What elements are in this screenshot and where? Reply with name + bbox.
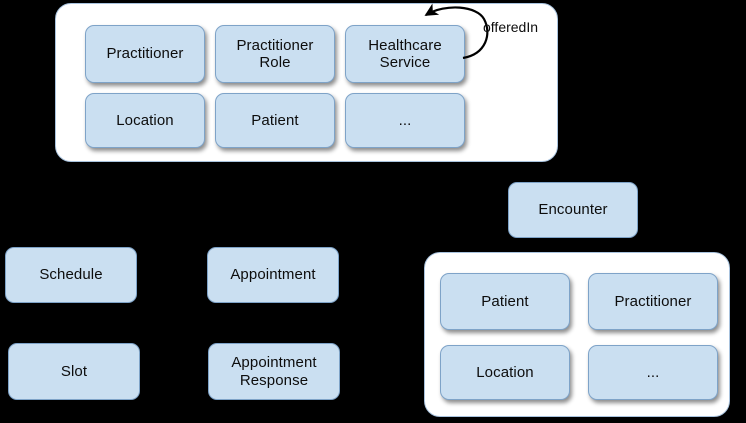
resource-box-label: ...	[646, 363, 660, 381]
resource-box-practitioner-role[interactable]: Practitioner Role	[215, 25, 335, 83]
resource-box-label: Healthcare Service	[368, 37, 442, 72]
resource-box-label-line1: Healthcare	[368, 36, 442, 54]
resource-box-label: Patient	[481, 292, 529, 310]
resource-box-patient-encounter[interactable]: Patient	[440, 273, 570, 330]
resource-box-label: Appointment	[230, 266, 316, 284]
resource-box-location-encounter[interactable]: Location	[440, 345, 570, 400]
resource-box-label: Slot	[60, 362, 88, 380]
resource-box-label-line2: Response	[239, 371, 309, 389]
resource-box-label: Location	[116, 111, 174, 129]
resource-box-label: Location	[476, 363, 534, 381]
resource-box-label-line1: Appointment	[231, 354, 317, 372]
resource-box-label: Practitioner	[106, 45, 184, 63]
resource-box-label: Practitioner	[614, 292, 692, 310]
resource-box-location-top[interactable]: Location	[85, 93, 205, 148]
resource-box-label-line2: Role	[259, 54, 291, 71]
resource-box-label: Practitioner Role	[236, 37, 313, 72]
resource-box-slot[interactable]: Slot	[8, 343, 140, 400]
resource-box-label: ...	[398, 111, 412, 129]
resource-box-practitioner[interactable]: Practitioner	[85, 25, 205, 83]
resource-box-label: Patient	[251, 111, 299, 129]
offered-in-self-loop-arrow	[424, 3, 489, 60]
resource-box-ellipsis-top[interactable]: ...	[345, 93, 465, 148]
resource-box-label-line2: Service	[379, 54, 431, 71]
resource-box-appointment[interactable]: Appointment	[207, 247, 339, 303]
resource-box-practitioner-encounter[interactable]: Practitioner	[588, 273, 718, 330]
resource-box-ellipsis-encounter[interactable]: ...	[588, 345, 718, 400]
resource-box-patient-top[interactable]: Patient	[215, 93, 335, 148]
resource-box-label: Schedule	[39, 266, 103, 284]
resource-box-label: Appointment Response	[231, 354, 316, 389]
resource-box-healthcare-service[interactable]: Healthcare Service	[345, 25, 465, 83]
resource-box-label: Encounter	[538, 201, 608, 219]
resource-box-appointment-response[interactable]: Appointment Response	[208, 343, 340, 400]
resource-box-label-line1: Practitioner	[236, 36, 314, 54]
edge-label-offered-in: offeredIn	[483, 19, 539, 35]
resource-box-encounter[interactable]: Encounter	[508, 182, 638, 238]
resource-box-schedule[interactable]: Schedule	[5, 247, 137, 303]
